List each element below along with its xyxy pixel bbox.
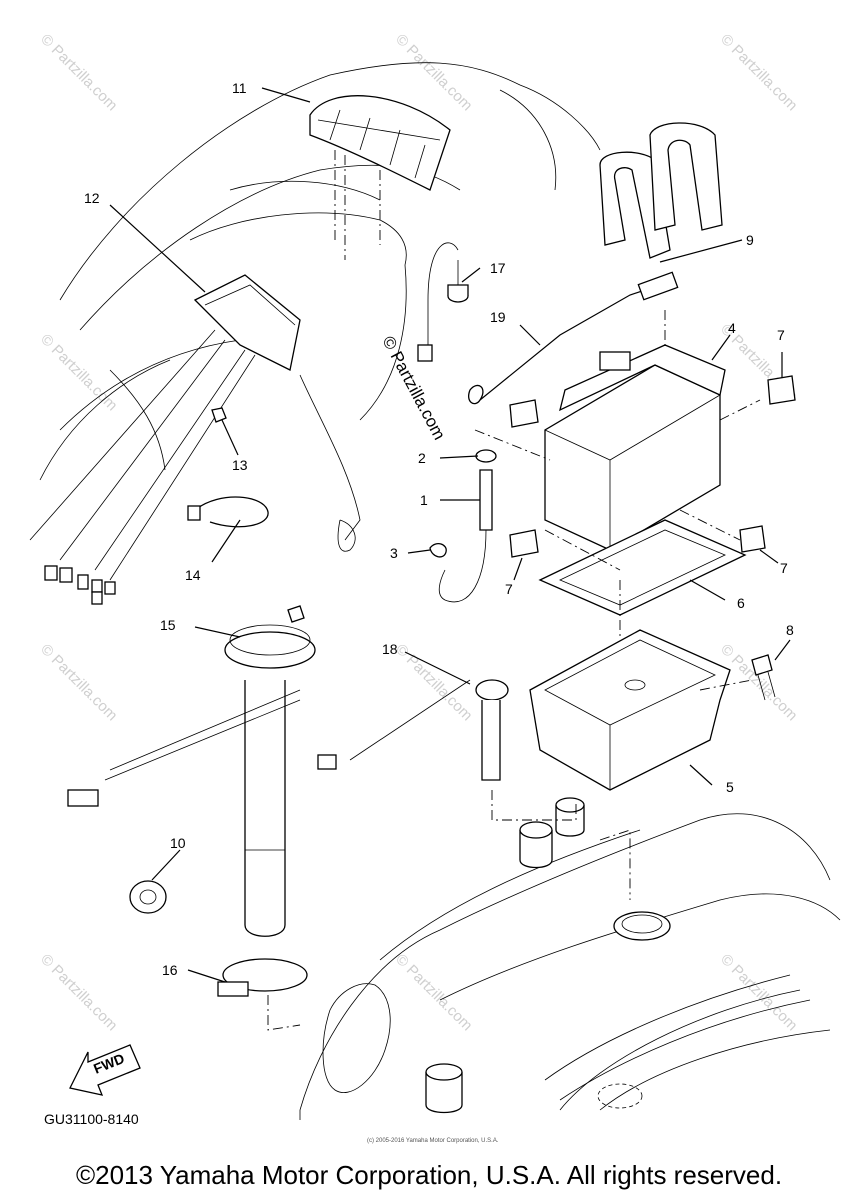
watermark: © Partzilla.com bbox=[717, 31, 800, 114]
watermark: © Partzilla.com bbox=[717, 641, 800, 724]
part-battery-cable bbox=[468, 271, 679, 405]
part-meter bbox=[309, 95, 451, 260]
part-label-sticker bbox=[509, 529, 539, 558]
fwd-arrow: FWD bbox=[69, 1044, 141, 1096]
callout-1: 1 bbox=[420, 492, 428, 508]
callout-7-right: 7 bbox=[780, 560, 788, 576]
part-label-sticker bbox=[509, 399, 539, 428]
callout-8: 8 bbox=[786, 622, 794, 638]
callout-17: 17 bbox=[490, 260, 506, 276]
part-grommet bbox=[129, 880, 167, 914]
callout-13: 13 bbox=[232, 457, 248, 473]
callout-14: 14 bbox=[185, 567, 201, 583]
part-display bbox=[29, 274, 301, 581]
part-cap bbox=[417, 242, 469, 362]
callout-4: 4 bbox=[728, 320, 736, 336]
callout-11: 11 bbox=[232, 80, 247, 96]
watermark: © Partzilla.com bbox=[37, 31, 120, 114]
fine-print: (c) 2005-2016 Yamaha Motor Corporation, … bbox=[367, 1138, 499, 1144]
watermark: © Partzilla.com bbox=[37, 641, 120, 724]
callout-16: 16 bbox=[162, 962, 178, 978]
part-bolt bbox=[751, 654, 776, 701]
diagram-code: GU31100-8140 bbox=[44, 1111, 139, 1127]
part-label-sticker bbox=[739, 525, 766, 553]
part-battery-box bbox=[529, 629, 731, 791]
watermark: © Partzilla.com bbox=[392, 31, 475, 114]
callouts: 11 12 9 17 19 4 7 13 2 1 3 7 7 14 6 15 8… bbox=[44, 80, 794, 1127]
callout-15: 15 bbox=[160, 617, 176, 633]
part-fuel-sender bbox=[67, 605, 316, 937]
callout-12: 12 bbox=[84, 190, 100, 206]
part-hose-clamp bbox=[217, 958, 308, 997]
watermark: © Partzilla.com bbox=[37, 331, 120, 414]
part-breather bbox=[429, 449, 497, 603]
callout-18: 18 bbox=[382, 641, 398, 657]
part-sensor bbox=[317, 679, 585, 869]
callout-2: 2 bbox=[418, 450, 426, 466]
copyright-notice: ©2013 Yamaha Motor Corporation, U.S.A. A… bbox=[75, 1160, 783, 1190]
part-cable-tie bbox=[187, 496, 269, 528]
part-battery-pad bbox=[538, 519, 747, 616]
watermark: © Partzilla.com bbox=[392, 641, 475, 724]
callout-5: 5 bbox=[726, 779, 734, 795]
callout-6: 6 bbox=[737, 595, 745, 611]
callout-3: 3 bbox=[390, 545, 398, 561]
callout-10: 10 bbox=[170, 835, 186, 851]
part-clamp bbox=[211, 407, 227, 423]
watermark: © Partzilla.com bbox=[392, 951, 475, 1034]
assembly-lines bbox=[267, 310, 761, 1031]
callout-7-top: 7 bbox=[777, 327, 785, 343]
part-straps bbox=[599, 122, 723, 259]
leader-lines bbox=[109, 87, 791, 983]
callout-19: 19 bbox=[490, 309, 506, 325]
watermark-center: © Partzilla.com bbox=[378, 333, 449, 443]
watermark: © Partzilla.com bbox=[37, 951, 120, 1034]
connectors-left bbox=[44, 565, 116, 605]
part-label-sticker bbox=[767, 375, 796, 405]
callout-9: 9 bbox=[746, 232, 754, 248]
part-battery bbox=[544, 344, 726, 551]
callout-7-left: 7 bbox=[505, 581, 513, 597]
